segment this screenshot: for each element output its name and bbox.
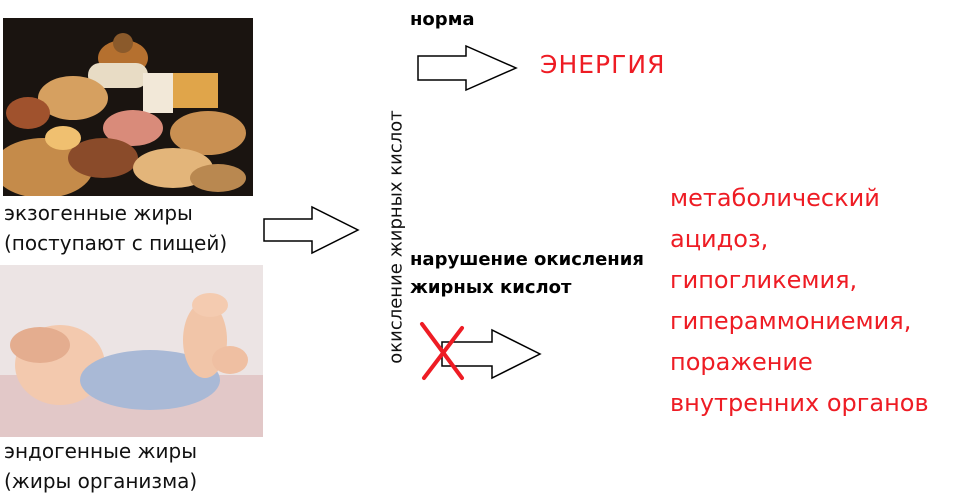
norm-arrow bbox=[417, 44, 518, 92]
baby-photo bbox=[0, 265, 263, 437]
food-photo bbox=[3, 18, 253, 196]
consequence-item: гипераммониемия, bbox=[670, 307, 912, 335]
consequence-item: ацидоз, bbox=[670, 225, 769, 253]
consequence-item: поражение bbox=[670, 348, 813, 376]
consequence-item: метаболический bbox=[670, 184, 880, 212]
energy-label: ЭНЕРГИЯ bbox=[540, 50, 666, 79]
norm-label: норма bbox=[410, 9, 475, 30]
disorder-arrow bbox=[441, 328, 542, 380]
disorder-consequences: метаболический ацидоз, гипогликемия, гип… bbox=[670, 178, 929, 424]
input-arrow bbox=[263, 205, 360, 255]
fatty-acid-oxidation-label: окисление жирных кислот bbox=[385, 110, 407, 364]
endogenous-fats-caption: эндогенные жиры (жиры организма) bbox=[4, 439, 198, 493]
red-cross-icon bbox=[420, 322, 464, 380]
consequence-item: внутренних органов bbox=[670, 389, 929, 417]
consequence-item: гипогликемия, bbox=[670, 266, 858, 294]
exogenous-fats-caption: экзогенные жиры (поступают с пищей) bbox=[4, 201, 228, 255]
oxidation-disorder-label: нарушение окисления жирных кислот bbox=[410, 249, 644, 298]
